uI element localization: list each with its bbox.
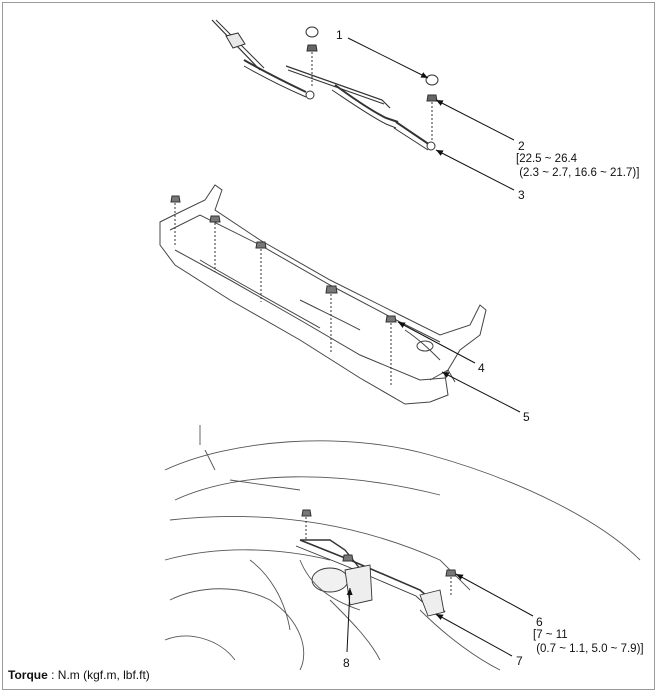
- leader-lines: [346, 37, 534, 657]
- callout-3: 3: [518, 188, 525, 202]
- cowl-bolts: [170, 195, 397, 385]
- torque-spec-item6-line1: [7 ~ 11: [533, 629, 568, 641]
- wiper-arm-right: [285, 65, 436, 151]
- cap-right: [425, 74, 439, 140]
- torque-spec-item6-line2: (0.7 ~ 1.1, 5.0 ~ 7.9)]: [533, 643, 644, 655]
- callout-6: 6: [536, 615, 543, 629]
- callout-7: 7: [516, 654, 523, 668]
- torque-units-note: Torque : N.m (kgf.m, lbf.ft): [8, 668, 150, 682]
- callout-1: 1: [336, 28, 343, 42]
- torque-label: Torque: [8, 668, 48, 682]
- callout-4: 4: [478, 361, 485, 375]
- callout-8: 8: [343, 656, 350, 670]
- cowl-top-cover: [159, 184, 487, 405]
- motor-bolts: [301, 509, 457, 595]
- torque-units: : N.m (kgf.m, lbf.ft): [47, 668, 150, 682]
- wiper-arm-left: [211, 19, 315, 100]
- torque-spec-item2-line2: (2.3 ~ 2.7, 16.6 ~ 21.7)]: [516, 167, 640, 179]
- wiper-linkage-assembly: [164, 425, 641, 671]
- callout-2: 2: [518, 139, 525, 153]
- callout-5: 5: [523, 410, 530, 424]
- torque-spec-item2-line1: [22.5 ~ 26.4: [516, 153, 578, 165]
- cap-left: [305, 26, 319, 88]
